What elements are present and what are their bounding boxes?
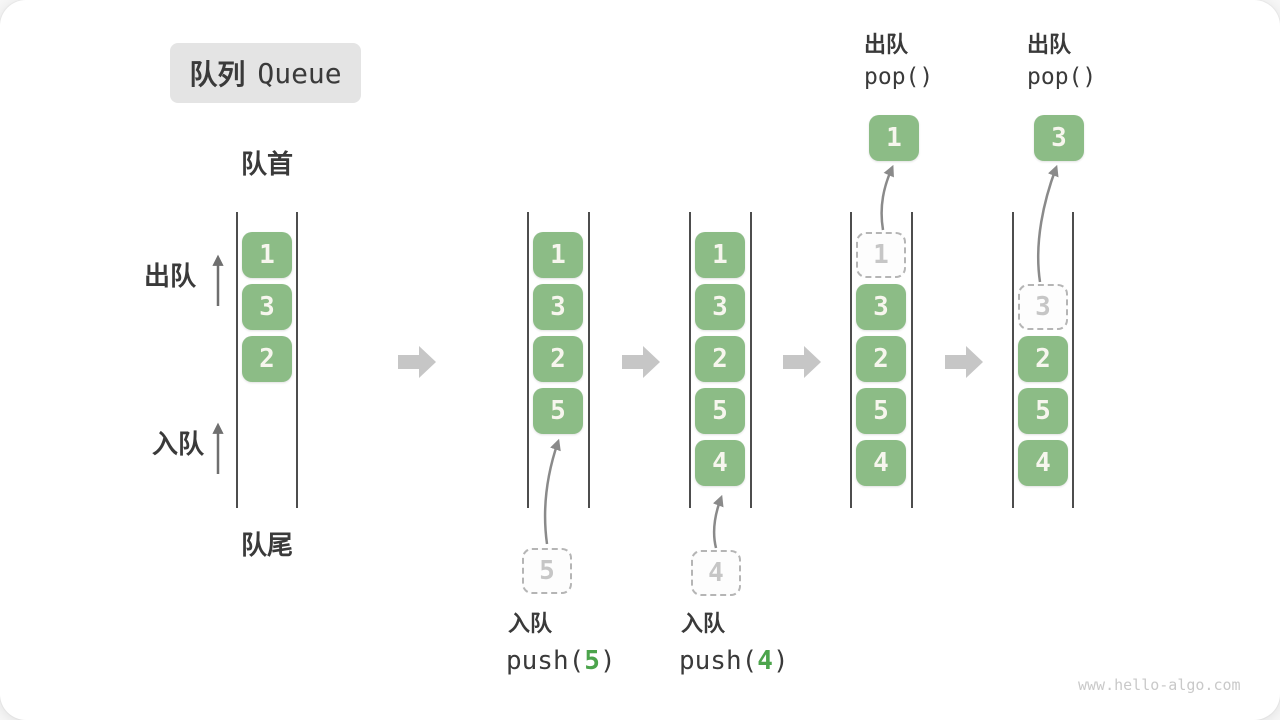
queue-wall-left <box>1012 212 1014 508</box>
enqueue-direction-arrow-icon <box>212 422 224 474</box>
dequeue-side-label: 出队 <box>144 261 197 291</box>
queue-item: 2 <box>856 336 906 382</box>
push-close: ) <box>599 646 616 676</box>
push-arg: 5 <box>584 646 600 676</box>
next-state-arrow-icon <box>622 346 660 378</box>
next-state-arrow-icon <box>783 346 821 378</box>
queue-wall-left <box>689 212 691 508</box>
title-badge: 队列 Queue <box>170 43 361 103</box>
queue-item: 3 <box>856 284 906 330</box>
dequeue-op-label: 出队 <box>864 32 909 57</box>
queue-item: 5 <box>1018 388 1068 434</box>
queue-item: 4 <box>695 440 745 486</box>
dequeued-item: 3 <box>1034 115 1084 161</box>
incoming-item: 5 <box>522 548 572 594</box>
queue-wall-right <box>750 212 752 508</box>
queue-item: 2 <box>533 336 583 382</box>
queue-front-label: 队首 <box>240 149 293 179</box>
push-fn: push( <box>506 646 585 676</box>
incoming-item: 4 <box>691 550 741 596</box>
title-en: Queue <box>257 56 342 90</box>
next-state-arrow-icon <box>945 346 983 378</box>
queue-item: 5 <box>533 388 583 434</box>
title-zh: 队列 <box>189 59 246 90</box>
queue-wall-left <box>527 212 529 508</box>
queue-item: 5 <box>856 388 906 434</box>
pop-code: pop() <box>864 64 934 90</box>
dequeue-direction-arrow-icon <box>212 254 224 306</box>
queue-item: 2 <box>695 336 745 382</box>
queue-rear-label: 队尾 <box>240 530 293 560</box>
dequeue-op-label: 出队 <box>1027 32 1072 57</box>
queue-wall-right <box>296 212 298 508</box>
queue-wall-right <box>1072 212 1074 508</box>
queue-item: 1 <box>695 232 745 278</box>
watermark: www.hello-algo.com <box>1078 676 1241 694</box>
next-state-arrow-icon <box>398 346 436 378</box>
queue-item: 2 <box>242 336 292 382</box>
pop-arrow-icon <box>880 164 894 231</box>
queue-item: 4 <box>1018 440 1068 486</box>
pop-code: pop() <box>1027 64 1097 90</box>
pop-arrow-icon <box>1036 164 1059 283</box>
queue-wall-right <box>911 212 913 508</box>
queue-item: 1 <box>533 232 583 278</box>
push-code: push(5) <box>506 646 616 676</box>
queue-item: 2 <box>1018 336 1068 382</box>
push-fn: push( <box>679 646 758 676</box>
push-code: push(4) <box>679 646 789 676</box>
queue-item: 4 <box>856 440 906 486</box>
enqueue-op-label: 入队 <box>508 611 553 636</box>
enqueue-side-label: 入队 <box>152 429 205 459</box>
dequeued-item: 1 <box>869 115 919 161</box>
queue-wall-right <box>588 212 590 508</box>
queue-item: 3 <box>242 284 292 330</box>
enqueue-op-label: 入队 <box>681 611 726 636</box>
push-arrow-icon <box>712 494 724 549</box>
queue-item: 1 <box>242 232 292 278</box>
queue-wall-left <box>236 212 238 508</box>
ghost-item: 1 <box>856 232 906 278</box>
queue-item: 3 <box>533 284 583 330</box>
ghost-item: 3 <box>1018 284 1068 330</box>
push-arg: 4 <box>757 646 773 676</box>
queue-item: 3 <box>695 284 745 330</box>
push-arrow-icon <box>543 438 561 545</box>
push-close: ) <box>772 646 789 676</box>
queue-wall-left <box>850 212 852 508</box>
queue-item: 5 <box>695 388 745 434</box>
